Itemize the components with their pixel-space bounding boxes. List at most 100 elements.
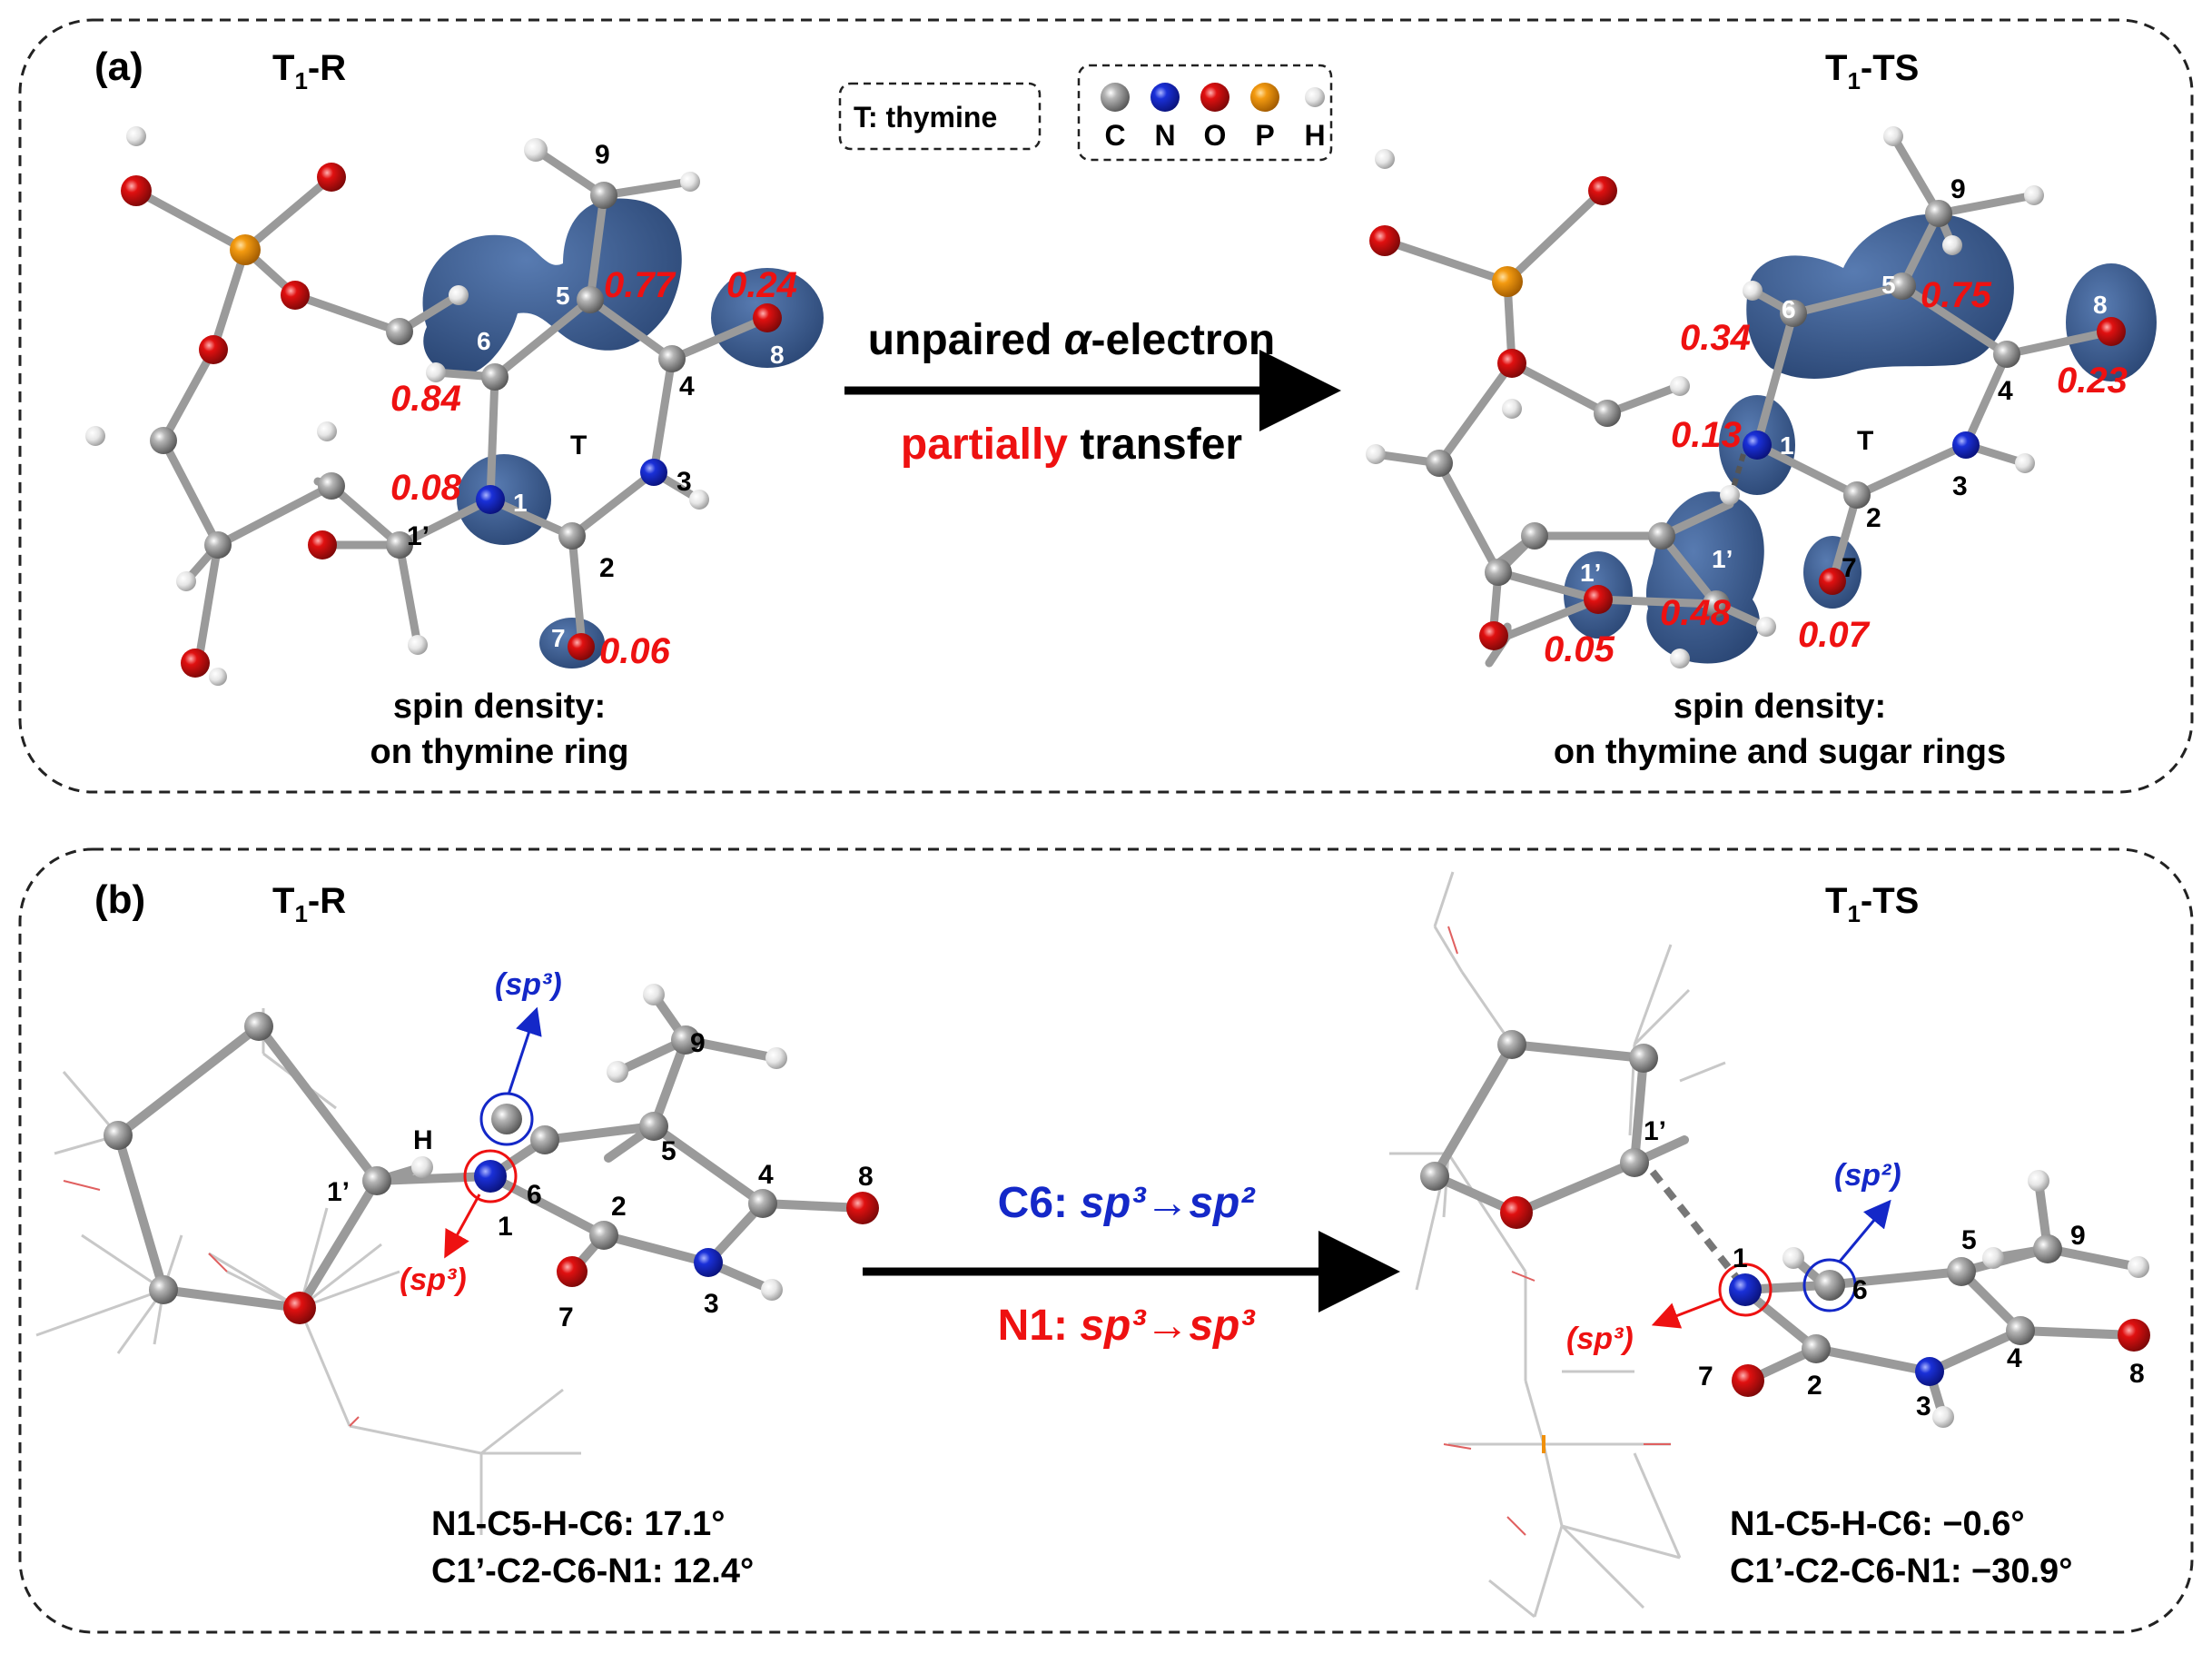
atom-label: 6 — [527, 1180, 542, 1210]
oxygen-atom — [283, 1292, 316, 1324]
carbon-atom — [1485, 559, 1512, 586]
hydrogen-atom — [1942, 235, 1962, 255]
atom-label: 8 — [2093, 291, 2108, 319]
hydrogen-atom — [411, 1156, 433, 1178]
atom-label: 7 — [558, 1302, 574, 1332]
atom-label: 3 — [1952, 471, 1968, 501]
oxygen-atom — [1497, 349, 1526, 378]
carbon-atom — [671, 1025, 700, 1055]
oxygen-atom — [317, 163, 346, 192]
oxygen-atom — [1500, 1196, 1533, 1229]
atom-label: 9 — [595, 140, 610, 170]
spin-value-o8: 0.23 — [2057, 361, 2128, 401]
atom-label: 5 — [1961, 1225, 1977, 1255]
left-caption-line2: on thymine ring — [370, 733, 629, 771]
atom-label: H — [413, 1125, 433, 1155]
hydrogen-atom — [426, 362, 446, 382]
nitrogen-atom — [474, 1160, 507, 1193]
atom-label: 5 — [661, 1136, 676, 1166]
atom-label: 9 — [690, 1028, 706, 1058]
arrow-a-line1: unpaired α-electron — [868, 316, 1276, 364]
carbon-atom — [1594, 400, 1621, 427]
carbon-atom — [1925, 200, 1952, 227]
atom-label: 4 — [758, 1160, 774, 1190]
panel-a-right-title: T1-TS — [1825, 48, 1919, 94]
left-angle-2: C1’-C2-C6-N1: 12.4° — [431, 1552, 754, 1590]
nitrogen-atom — [640, 459, 667, 486]
atom-label: 1’ — [1644, 1116, 1666, 1146]
atom-label: 2 — [1866, 503, 1881, 533]
c6-hybridization: (sp²) — [1834, 1158, 1901, 1193]
hydrogen-atom — [2128, 1256, 2149, 1278]
arrow-b-line1: C6: sp³→sp² — [998, 1179, 1257, 1227]
carbon-atom — [204, 531, 232, 559]
oxygen-atom — [121, 175, 152, 206]
atom-label: 4 — [679, 371, 695, 401]
oxygen-atom — [2097, 317, 2126, 346]
right-angle-1: N1-C5-H-C6: −0.6° — [1730, 1505, 2025, 1543]
right-angle-2: C1’-C2-C6-N1: −30.9° — [1730, 1552, 2072, 1590]
legend-c-label: C — [1104, 119, 1125, 152]
atom-label: 2 — [599, 553, 615, 583]
hydrogen-atom — [524, 138, 548, 162]
carbon-atom — [318, 472, 345, 500]
carbon-atom — [1947, 1257, 1976, 1286]
atom-label: 1 — [513, 489, 528, 517]
n1-highlight-circle — [463, 1149, 518, 1203]
c6-highlight-circle — [1802, 1258, 1857, 1312]
carbon-atom — [589, 1221, 618, 1250]
oxygen-atom — [308, 530, 337, 560]
carbon-atom — [1620, 1148, 1649, 1177]
legend-h-sphere — [1305, 87, 1325, 107]
carbon-atom — [1889, 272, 1916, 300]
atom-label: 1 — [1780, 431, 1794, 460]
atom-label: 6 — [477, 327, 491, 355]
carbon-atom — [639, 1112, 668, 1141]
hydrogen-atom — [761, 1279, 783, 1301]
molecule-t1-ts-geometry: (sp²) (sp³) 1’ 9 5 1 6 4 7 2 3 8 — [1389, 871, 2150, 1619]
carbon-atom — [1780, 300, 1807, 327]
atom-label: 8 — [770, 341, 785, 369]
carbon-atom — [1426, 450, 1453, 477]
hydrogen-atom — [1932, 1406, 1954, 1428]
carbon-atom — [748, 1189, 777, 1218]
spin-value-c6: 0.84 — [390, 379, 461, 419]
left-caption-line1: spin density: — [393, 688, 606, 726]
c6-highlight-circle — [479, 1092, 534, 1146]
carbon-atom — [1521, 522, 1548, 550]
spin-value-o4: 0.05 — [1544, 629, 1615, 669]
nitrogen-atom — [1952, 431, 1980, 459]
hydrogen-atom — [1743, 281, 1763, 301]
right-caption-line1: spin density: — [1674, 688, 1886, 726]
carbon-atom — [1802, 1334, 1831, 1363]
c6-hybrid-arrow — [507, 1006, 542, 1095]
legend-c-sphere — [1101, 83, 1130, 112]
nitrogen-atom — [1729, 1273, 1762, 1306]
atom-label: 9 — [2070, 1221, 2086, 1251]
hydrogen-atom — [1883, 126, 1903, 146]
carbon-atom — [2033, 1234, 2062, 1263]
panel-a-left-title: T1-R — [272, 48, 346, 94]
c6-hybrid-arrow — [1837, 1199, 1891, 1263]
hydrogen-atom — [176, 571, 196, 591]
legend-n-label: N — [1154, 119, 1175, 152]
legend-p-sphere — [1250, 83, 1279, 112]
hydrogen-atom — [1502, 399, 1522, 419]
carbon-atom — [386, 318, 413, 345]
ring-label: T — [570, 431, 587, 461]
atom-label: 5 — [556, 282, 570, 310]
oxygen-atom — [557, 1256, 588, 1287]
hydrogen-atom — [1756, 617, 1776, 637]
panel-b-right-title: T1-TS — [1825, 881, 1919, 927]
carbon-atom — [558, 522, 586, 550]
spin-value-n1: 0.13 — [1671, 415, 1742, 455]
legend-o-sphere — [1200, 83, 1229, 112]
oxygen-atom — [846, 1192, 879, 1224]
spin-isosurface-c1 — [1645, 491, 1764, 664]
atom-label: 6 — [1782, 295, 1796, 323]
carbon-atom — [1843, 481, 1871, 509]
carbon-atom — [1629, 1044, 1658, 1073]
atom-label: 4 — [1998, 376, 2013, 406]
carbon-atom — [104, 1121, 133, 1150]
